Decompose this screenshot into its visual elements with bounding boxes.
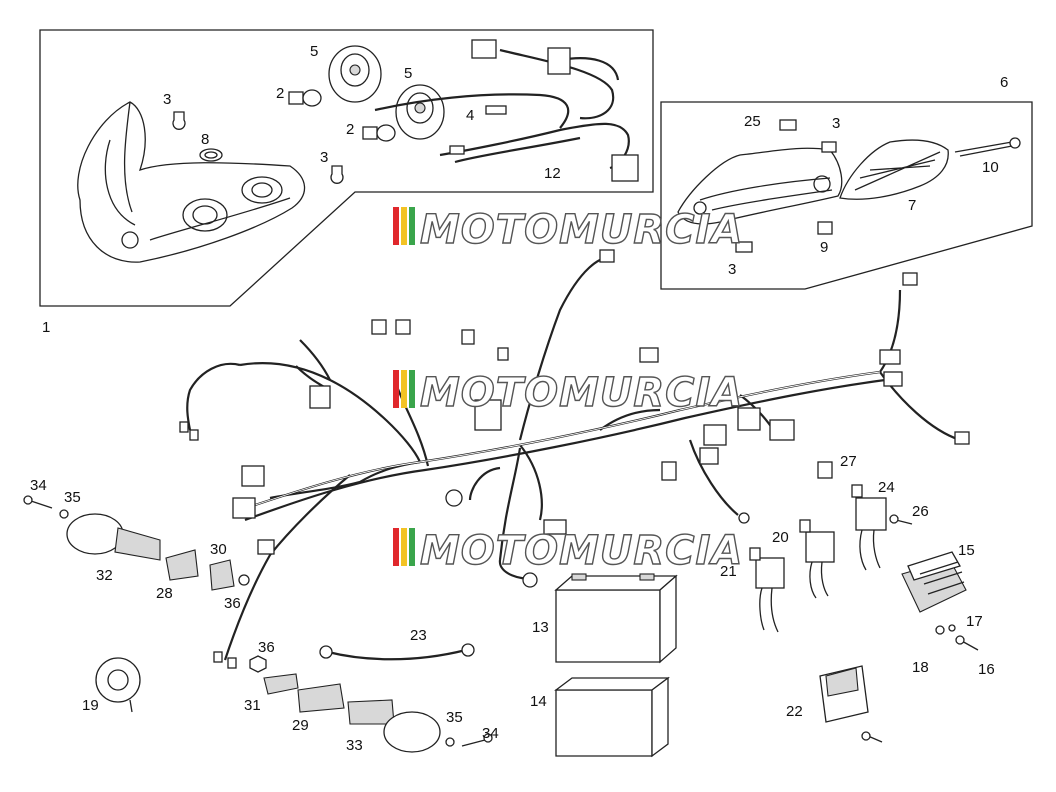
callout-24: 24 bbox=[878, 479, 895, 496]
callout-20: 20 bbox=[772, 529, 789, 546]
callout-4: 4 bbox=[466, 107, 474, 124]
callout-23: 23 bbox=[410, 627, 427, 644]
callout-32: 32 bbox=[96, 567, 113, 584]
callout-16: 16 bbox=[978, 661, 995, 678]
callout-6: 6 bbox=[1000, 74, 1008, 91]
taillight-lens-7 bbox=[839, 139, 949, 200]
bulb-25 bbox=[779, 119, 797, 131]
watermark-text-middle: MOTOMURCIA bbox=[420, 370, 743, 416]
watermark-middle: MOTOMURCIA bbox=[393, 369, 743, 417]
callout-19: 19 bbox=[82, 697, 99, 714]
turn-signal-32 bbox=[66, 513, 161, 561]
callout-26: 26 bbox=[912, 503, 929, 520]
callout-2b: 2 bbox=[346, 121, 354, 138]
parking-bulb-3b bbox=[330, 165, 344, 184]
callout-27: 27 bbox=[840, 453, 857, 470]
callout-21: 21 bbox=[720, 563, 737, 580]
callout-25: 25 bbox=[744, 113, 761, 130]
callout-5a: 5 bbox=[310, 43, 318, 60]
callout-34a: 34 bbox=[30, 477, 47, 494]
callout-33: 33 bbox=[346, 737, 363, 754]
callout-30: 30 bbox=[210, 541, 227, 558]
cdi-unit-22 bbox=[819, 665, 883, 743]
callout-3d: 3 bbox=[728, 261, 736, 278]
screw-34-right bbox=[461, 733, 493, 747]
reflector-5a bbox=[328, 45, 382, 103]
callout-36b: 36 bbox=[258, 639, 275, 656]
watermark-text-top: MOTOMURCIA bbox=[420, 207, 743, 253]
callout-35b: 35 bbox=[446, 709, 463, 726]
callout-8: 8 bbox=[201, 131, 209, 148]
watermark-text-bottom: MOTOMURCIA bbox=[420, 528, 743, 574]
callout-3a: 3 bbox=[163, 91, 171, 108]
horn-19 bbox=[95, 657, 141, 713]
callout-14: 14 bbox=[530, 693, 547, 710]
main-wiring-harness bbox=[179, 249, 970, 669]
relay-20 bbox=[799, 519, 835, 599]
relay-24 bbox=[851, 484, 887, 571]
parking-bulb-3a bbox=[172, 111, 186, 130]
watermark-bottom: MOTOMURCIA bbox=[393, 527, 743, 575]
clip-27 bbox=[817, 461, 833, 479]
headlight-harness-12 bbox=[374, 39, 639, 182]
callout-34b: 34 bbox=[482, 725, 499, 742]
bulb-9 bbox=[817, 221, 833, 235]
washer-18 bbox=[935, 625, 945, 635]
callout-29: 29 bbox=[292, 717, 309, 734]
turn-signal-33 bbox=[347, 699, 441, 753]
callout-31: 31 bbox=[244, 697, 261, 714]
taillight-housing bbox=[677, 147, 843, 225]
bulb-3-tail-bottom bbox=[735, 241, 753, 253]
battery-tray-14 bbox=[554, 676, 670, 758]
washer-17 bbox=[948, 624, 956, 632]
washer-35-left bbox=[59, 509, 69, 519]
bulb-4 bbox=[485, 105, 507, 115]
callout-13: 13 bbox=[532, 619, 549, 636]
screw-34-left bbox=[23, 495, 53, 509]
callout-9: 9 bbox=[820, 239, 828, 256]
callout-15: 15 bbox=[958, 542, 975, 559]
spring-clip-8 bbox=[199, 148, 223, 162]
callout-labels: 1 2 2 3 3 3 3 4 5 5 6 7 8 9 10 12 13 14 … bbox=[30, 43, 1008, 754]
screw-10 bbox=[954, 137, 1021, 157]
ground-cable-23 bbox=[319, 643, 475, 661]
callout-7: 7 bbox=[908, 197, 916, 214]
reflector-5b bbox=[395, 84, 445, 140]
screw-26 bbox=[889, 514, 913, 525]
headlight-assembly bbox=[77, 101, 306, 263]
screw-16 bbox=[955, 635, 979, 651]
bracket-28 bbox=[165, 549, 199, 581]
washer-35-right bbox=[445, 737, 455, 747]
bulb-3-tail-top bbox=[821, 141, 837, 153]
h4-bulb-2b bbox=[362, 124, 396, 142]
callout-3c: 3 bbox=[832, 115, 840, 132]
callout-18: 18 bbox=[912, 659, 929, 676]
battery-13 bbox=[554, 573, 678, 664]
h4-bulb-2a bbox=[288, 89, 322, 107]
callout-17: 17 bbox=[966, 613, 983, 630]
bracket-31 bbox=[263, 673, 299, 695]
callout-3b: 3 bbox=[320, 149, 328, 166]
taillight-panel bbox=[660, 101, 1033, 290]
nut-36-lower bbox=[249, 655, 267, 673]
watermark-top: MOTOMURCIA bbox=[393, 206, 743, 254]
nut-36-upper bbox=[238, 574, 250, 586]
callout-35a: 35 bbox=[64, 489, 81, 506]
relay-21 bbox=[749, 547, 785, 633]
callout-28: 28 bbox=[156, 585, 173, 602]
callout-36a: 36 bbox=[224, 595, 241, 612]
callout-12: 12 bbox=[544, 165, 561, 182]
headlight-panel bbox=[39, 29, 654, 307]
callout-1: 1 bbox=[42, 319, 50, 336]
callout-10: 10 bbox=[982, 159, 999, 176]
regulator-15 bbox=[901, 551, 967, 613]
callout-5b: 5 bbox=[404, 65, 412, 82]
bracket-29 bbox=[297, 683, 345, 713]
bracket-30 bbox=[209, 559, 235, 591]
callout-2a: 2 bbox=[276, 85, 284, 102]
callout-22: 22 bbox=[786, 703, 803, 720]
